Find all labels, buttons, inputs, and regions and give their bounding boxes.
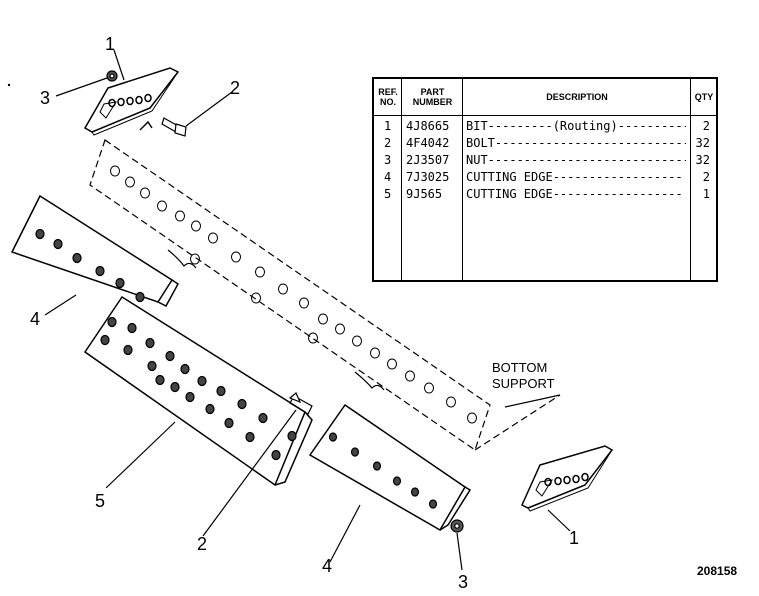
- figure-number: 208158: [697, 564, 737, 578]
- header-desc: DESCRIPTION: [546, 92, 608, 102]
- bolt-top: [161, 117, 187, 137]
- callout-1-top: 1: [105, 34, 115, 54]
- callout-3-top: 3: [40, 88, 50, 108]
- nut-top: [106, 70, 118, 82]
- cell-part: 9J565: [406, 187, 443, 201]
- table-row: 2 4F4042 BOLT---------------------------…: [374, 135, 716, 152]
- header-ref: REF. NO.: [378, 87, 398, 107]
- col-divider: [462, 79, 463, 280]
- cutting-edge-left: [10, 194, 179, 307]
- parts-table: REF. NO. PART NUMBER DESCRIPTION QTY 1 4…: [372, 77, 718, 282]
- cell-part: 2J3507: [406, 153, 450, 167]
- bit-right: [521, 445, 614, 512]
- cutting-edge-middle: [83, 295, 313, 487]
- cell-desc: BOLT--------------------------------: [466, 136, 686, 150]
- cell-desc: NUT---------------------------------: [466, 153, 686, 167]
- callout-1-right: 1: [569, 528, 579, 548]
- header-qty: QTY: [694, 92, 714, 102]
- cell-part: 7J3025: [406, 170, 450, 184]
- leader-lines: [44, 49, 571, 571]
- cell-qty: 2: [702, 119, 710, 133]
- cell-part: 4F4042: [406, 136, 450, 150]
- bit-top: [83, 67, 180, 136]
- cell-qty: 32: [695, 136, 710, 150]
- nut-bottom: [450, 519, 464, 533]
- header-part: PART NUMBER: [412, 87, 453, 107]
- callout-2-top: 2: [230, 78, 240, 98]
- cell-desc: CUTTING EDGE------------------: [466, 187, 683, 201]
- cell-ref: 3: [384, 153, 392, 167]
- cell-qty: 1: [702, 187, 710, 201]
- callout-2-bottom: 2: [197, 534, 207, 554]
- table-row: 3 2J3507 NUT----------------------------…: [374, 152, 716, 169]
- callout-4-left: 4: [30, 309, 40, 329]
- cell-desc: BIT---------(Routing)---------------: [466, 119, 686, 133]
- callout-4-bottom: 4: [322, 556, 332, 576]
- callout-5: 5: [95, 491, 105, 511]
- col-divider: [690, 79, 691, 280]
- callout-3-bottom: 3: [458, 572, 468, 592]
- cell-desc: CUTTING EDGE------------------: [466, 170, 683, 184]
- cutting-edge-right: [308, 403, 472, 532]
- cell-ref: 2: [384, 136, 392, 150]
- bottom-support: [89, 120, 561, 451]
- table-row: 1 4J8665 BIT---------(Routing)----------…: [374, 118, 716, 135]
- cell-ref: 1: [384, 119, 392, 133]
- cell-ref: 4: [384, 170, 392, 184]
- table-header: REF. NO. PART NUMBER DESCRIPTION QTY: [374, 79, 716, 116]
- support-holes: [110, 165, 477, 424]
- table-row: 5 9J565 CUTTING EDGE------------------ 1: [374, 186, 716, 203]
- stray-dot: [7, 83, 11, 87]
- col-divider: [401, 79, 402, 280]
- cell-qty: 32: [695, 153, 710, 167]
- bottom-support-label-line2: SUPPORT: [492, 376, 555, 391]
- bottom-support-label-line1: BOTTOM: [492, 360, 547, 375]
- table-row: 4 7J3025 CUTTING EDGE------------------ …: [374, 169, 716, 186]
- cell-qty: 2: [702, 170, 710, 184]
- cell-part: 4J8665: [406, 119, 450, 133]
- cell-ref: 5: [384, 187, 392, 201]
- bolt-middle: [288, 392, 313, 415]
